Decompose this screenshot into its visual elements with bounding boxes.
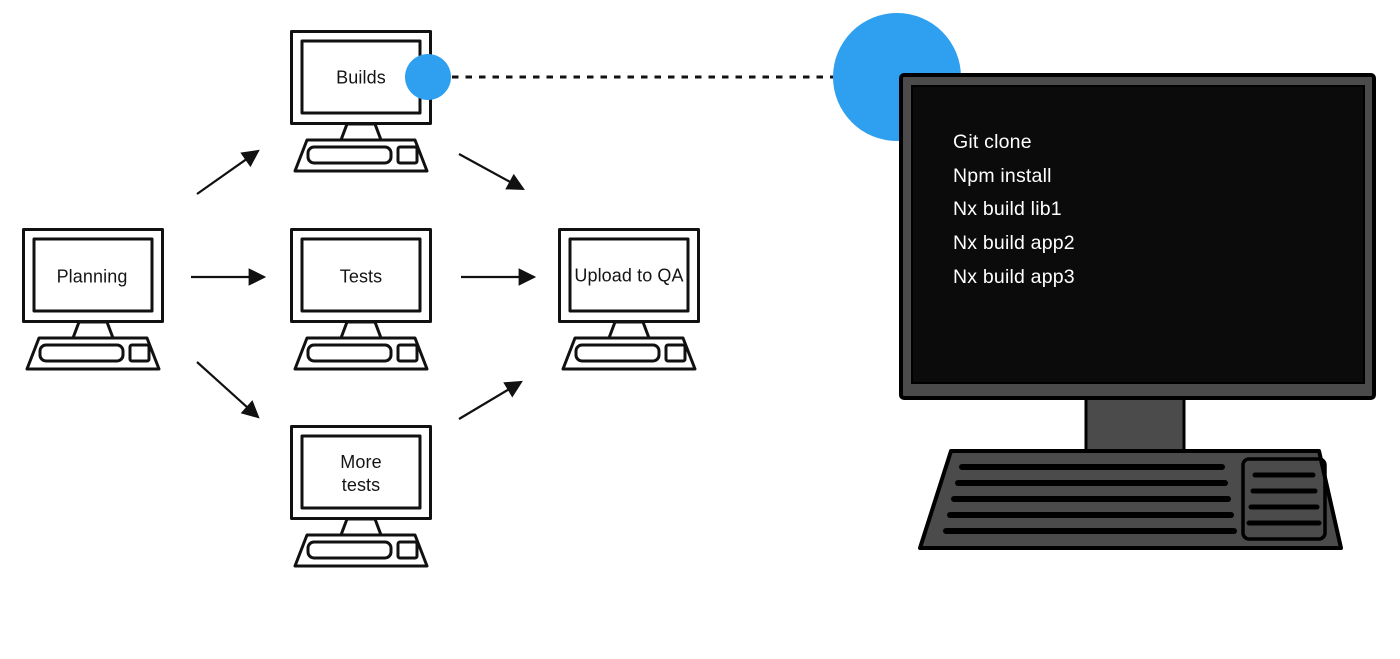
arrow-planning-to-builds: [196, 149, 260, 195]
terminal-output: Git clone Npm install Nx build lib1 Nx b…: [953, 126, 1075, 295]
arrow-planning-to-more-tests: [196, 361, 260, 419]
terminal-line: Nx build lib1: [953, 198, 1062, 221]
diagram-arrows: [191, 149, 537, 420]
node-label-more-tests: More tests: [340, 451, 382, 495]
arrow-more-tests-to-upload-qa: [458, 380, 523, 420]
arrow-builds-to-upload-qa: [458, 153, 525, 191]
terminal-line: Nx build app2: [953, 232, 1075, 255]
terminal-workstation: [899, 73, 1376, 550]
terminal-line: Nx build app3: [953, 265, 1075, 288]
terminal-line: Npm install: [953, 164, 1052, 187]
node-label-upload-qa: Upload to QA: [574, 265, 684, 286]
builds-computer-icon: [290, 30, 432, 173]
planning-computer-icon: [22, 228, 164, 371]
terminal-keyboard-numpad: [1241, 457, 1327, 541]
small-blue-dot: [405, 54, 451, 100]
terminal-monitor-screen: [911, 85, 1365, 384]
upload-qa-computer-icon: [558, 228, 700, 371]
tests-computer-icon: [290, 228, 432, 371]
terminal-monitor-stand: [1084, 394, 1186, 454]
terminal-keyboard-key-rows: [943, 464, 1237, 534]
node-label-planning: Planning: [56, 266, 128, 287]
terminal-line: Git clone: [953, 131, 1032, 153]
node-label-tests: Tests: [339, 266, 383, 287]
node-label-builds: Builds: [336, 67, 386, 88]
terminal-keyboard-numpad-rows: [1246, 472, 1322, 526]
